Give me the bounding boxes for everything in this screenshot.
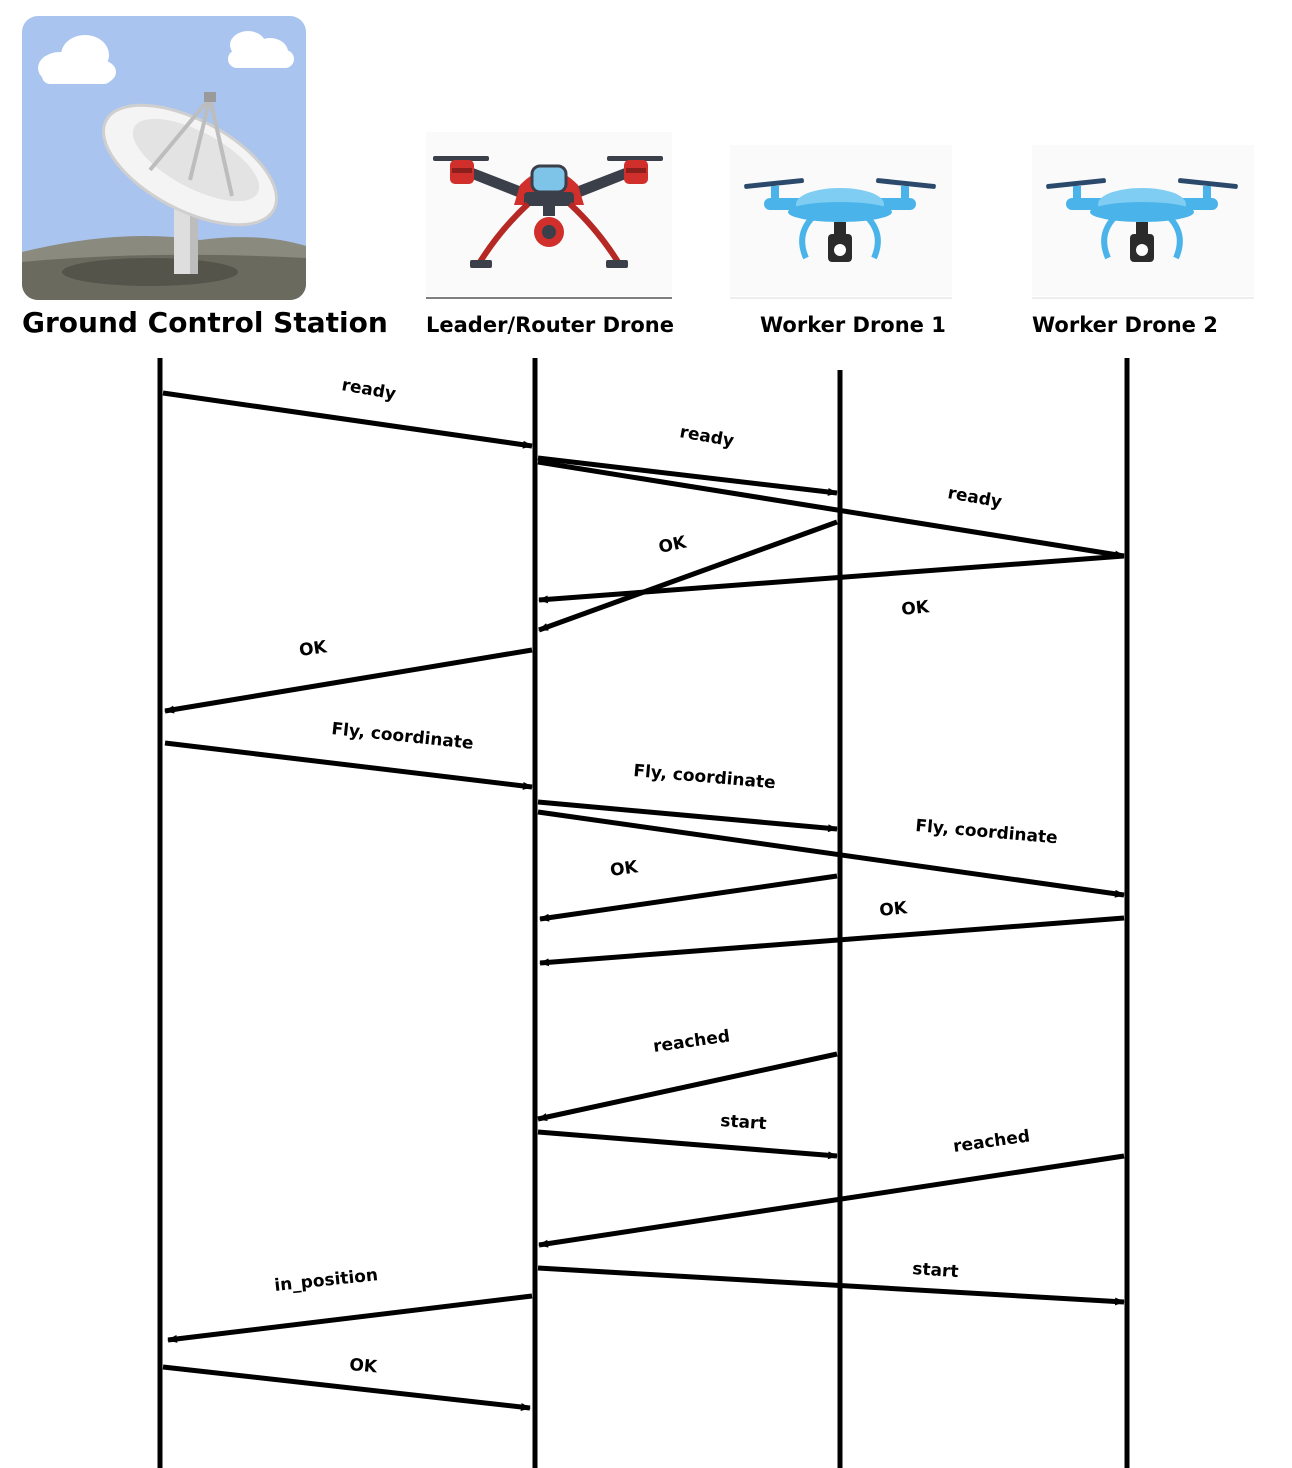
satellite-dish-icon (22, 16, 306, 300)
message-arrow (164, 740, 533, 790)
actor-label-leader: Leader/Router Drone (426, 313, 674, 337)
message-label: in_position (273, 1265, 378, 1296)
message-arrow (538, 519, 838, 633)
message-label: reached (952, 1126, 1031, 1157)
message-label: start (720, 1111, 768, 1134)
message-label: OK (657, 532, 689, 557)
message-arrow (164, 647, 533, 714)
message-arrow (539, 873, 838, 922)
message-label: OK (878, 898, 908, 921)
message-arrow (167, 1293, 533, 1343)
leader-drone-icon (426, 132, 672, 296)
message-label: OK (349, 1355, 379, 1377)
message-label: reached (652, 1026, 731, 1057)
actor-label-gcs: Ground Control Station (22, 306, 388, 339)
message-label: OK (609, 857, 640, 881)
message-arrow (537, 459, 1125, 559)
message-label: ready (946, 483, 1003, 512)
message-arrow (537, 1051, 838, 1122)
message-arrow (537, 455, 838, 496)
worker-drone-icon (730, 145, 952, 296)
message-arrow (162, 1364, 531, 1411)
message-label: Fly, coordinate (915, 816, 1059, 848)
actor-label-worker-2: Worker Drone 2 (1032, 313, 1218, 337)
message-arrow (537, 799, 838, 833)
message-arrow (537, 809, 1125, 898)
message-arrow (538, 1153, 1125, 1248)
message-label: OK (298, 637, 329, 661)
message-arrow (538, 553, 1125, 604)
message-arrow (537, 1265, 1125, 1306)
message-label: OK (900, 597, 930, 620)
message-label: ready (678, 422, 735, 451)
message-label: start (912, 1259, 960, 1282)
message-label: ready (340, 375, 397, 404)
worker-drone-icon (1032, 145, 1254, 296)
message-label: Fly, coordinate (330, 719, 474, 754)
message-arrow (539, 915, 1125, 967)
message-label: Fly, coordinate (633, 761, 777, 793)
actor-label-worker-1: Worker Drone 1 (760, 313, 946, 337)
message-arrow (162, 390, 533, 449)
message-arrow (537, 1129, 838, 1160)
